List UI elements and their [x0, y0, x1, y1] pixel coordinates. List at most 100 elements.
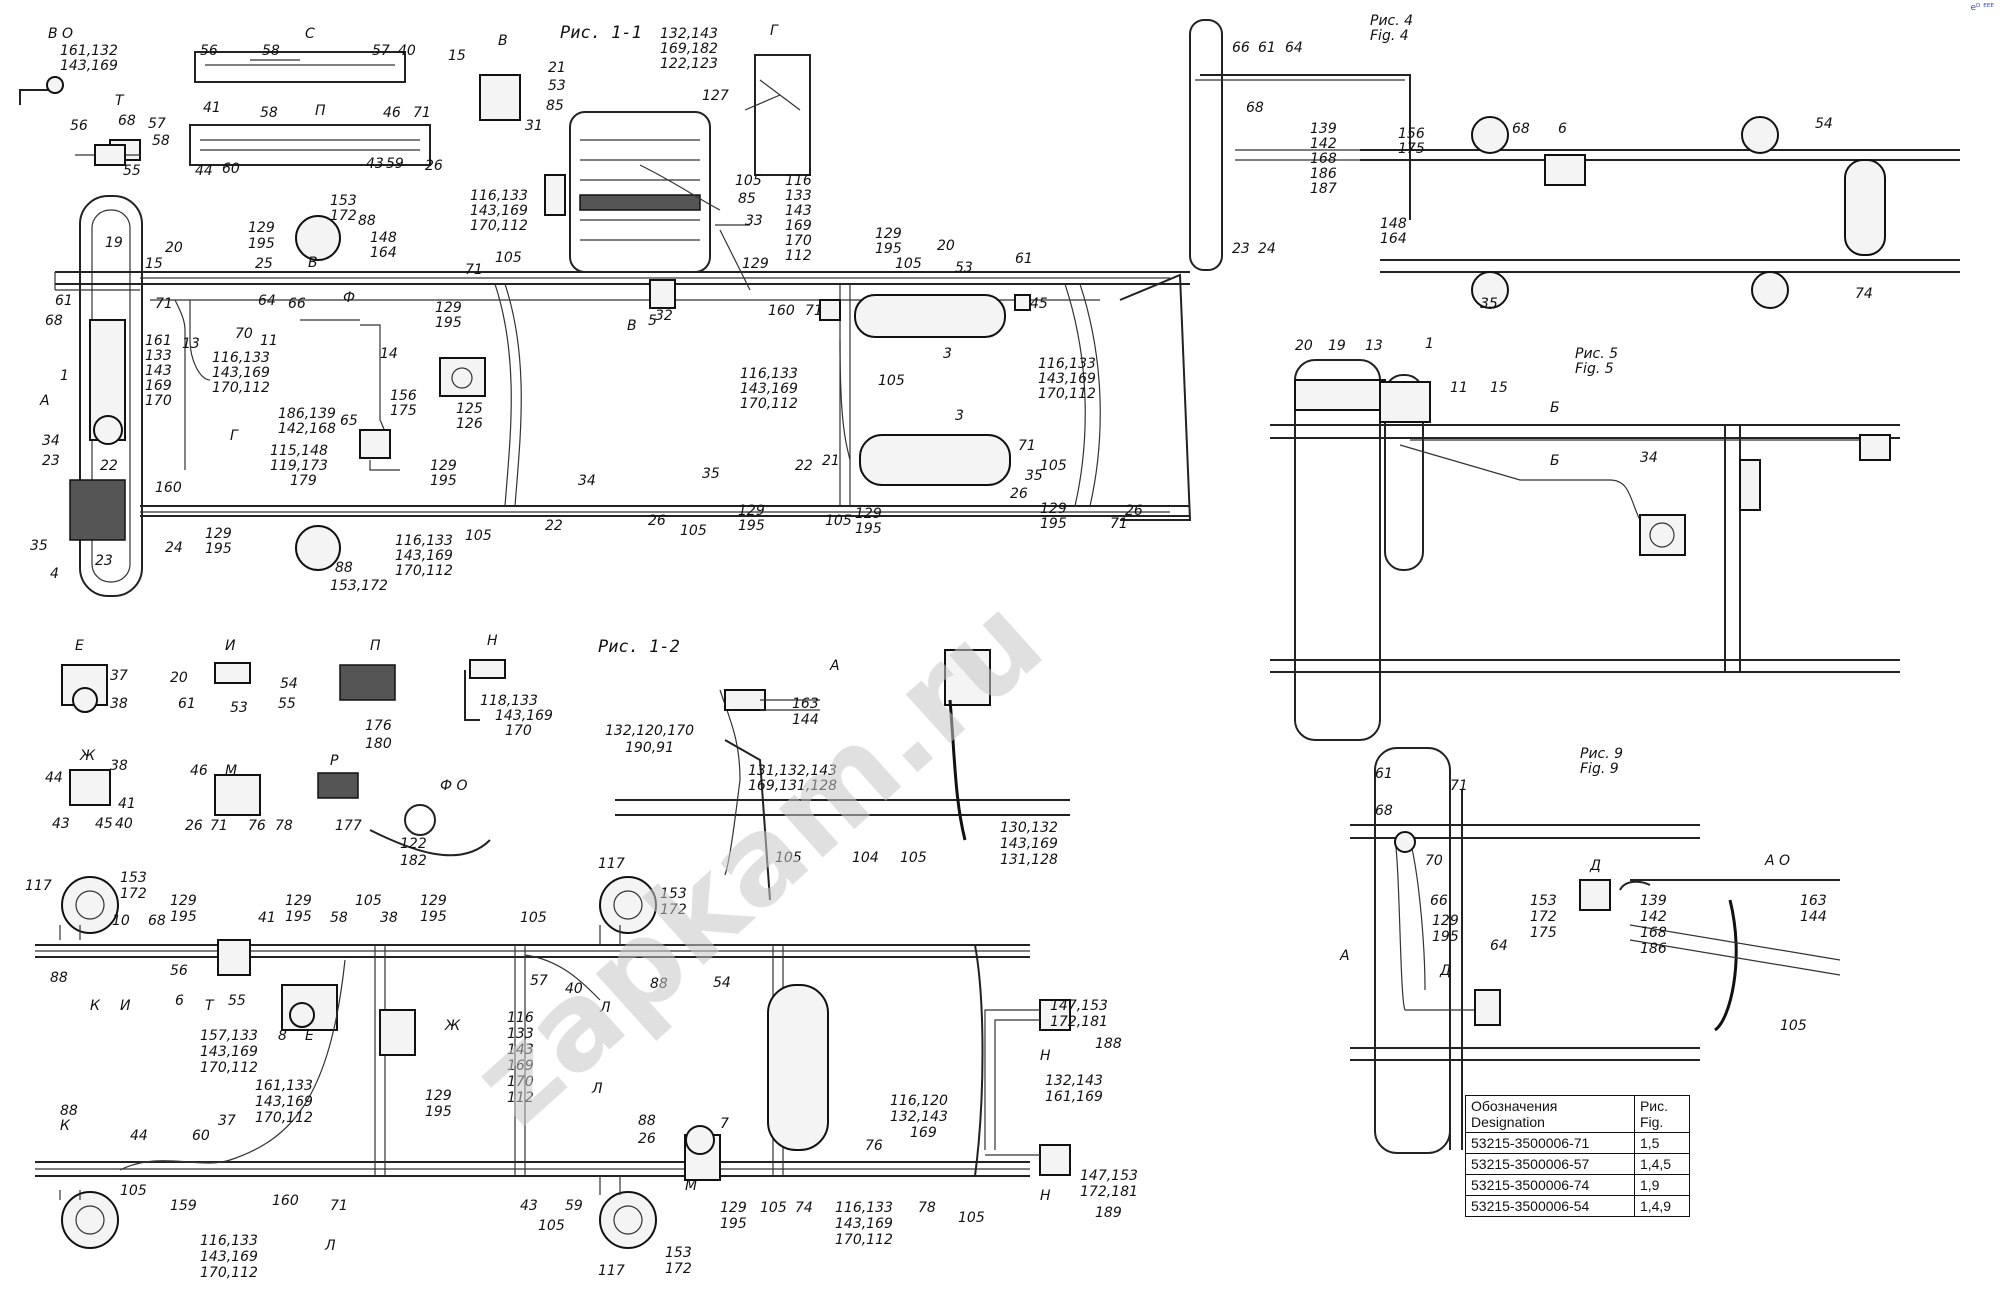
svg-text:68: 68: [118, 113, 136, 129]
svg-text:26: 26: [1125, 503, 1143, 519]
svg-text:176: 176: [365, 718, 392, 734]
svg-text:170,112: 170,112: [200, 1265, 258, 1281]
svg-text:3: 3: [943, 346, 952, 362]
svg-text:53: 53: [230, 700, 248, 716]
legend-fig: 1,4,5: [1633, 1153, 1691, 1175]
svg-text:61: 61: [1015, 251, 1033, 267]
svg-text:143,169: 143,169: [470, 203, 528, 219]
watermark: zapkam.ru: [446, 571, 1069, 1151]
svg-text:105: 105: [520, 910, 547, 926]
svg-text:188: 188: [1095, 1036, 1122, 1052]
svg-text:125: 125: [456, 401, 483, 417]
svg-text:1: 1: [1425, 336, 1434, 352]
legend-row: 53215-3500006-71 1,5: [1465, 1132, 1691, 1154]
svg-text:А: А: [829, 658, 840, 674]
front-brake-assembly: [69, 479, 126, 541]
svg-text:76: 76: [865, 1138, 883, 1154]
svg-text:170: 170: [785, 233, 812, 249]
fig-1-2-title: Рис. 1-2: [598, 637, 680, 657]
svg-text:195: 195: [420, 909, 447, 925]
svg-text:105: 105: [735, 173, 762, 189]
svg-text:122: 122: [400, 836, 427, 852]
svg-text:172: 172: [330, 208, 357, 224]
svg-text:132,143: 132,143: [890, 1109, 948, 1125]
legend-header-fig: Рис. Fig.: [1633, 1095, 1691, 1133]
svg-text:170,112: 170,112: [1038, 386, 1096, 402]
svg-text:169: 169: [785, 218, 812, 234]
svg-text:57: 57: [372, 43, 390, 59]
svg-text:78: 78: [275, 818, 293, 834]
svg-text:159: 159: [170, 1198, 197, 1214]
svg-text:13: 13: [1365, 338, 1383, 354]
svg-text:161,133: 161,133: [255, 1078, 313, 1094]
svg-text:105: 105: [355, 893, 382, 909]
legend-fig: 1,5: [1633, 1132, 1691, 1154]
svg-text:65: 65: [340, 413, 358, 429]
svg-text:105: 105: [680, 523, 707, 539]
fig-1-1: Рис. 1-1: [19, 23, 1192, 597]
svg-text:195: 195: [875, 241, 902, 257]
svg-text:Л: Л: [599, 1000, 611, 1016]
svg-text:38: 38: [110, 758, 128, 774]
svg-text:172: 172: [660, 902, 687, 918]
svg-text:34: 34: [1640, 450, 1658, 466]
wheel-chamber-1: [61, 876, 119, 934]
svg-text:115,148: 115,148: [270, 443, 328, 459]
svg-text:143: 143: [785, 203, 812, 219]
svg-text:61: 61: [178, 696, 196, 712]
svg-text:105: 105: [465, 528, 492, 544]
view-v: В: [498, 33, 508, 49]
fig-5-title-en: Fig. 5: [1575, 361, 1614, 377]
svg-text:35: 35: [1480, 296, 1498, 312]
svg-text:132,120,170: 132,120,170: [605, 723, 694, 739]
svg-text:88: 88: [335, 560, 353, 576]
svg-text:88: 88: [650, 976, 668, 992]
svg-text:195: 195: [430, 473, 457, 489]
svg-text:105: 105: [775, 850, 802, 866]
svg-text:186: 186: [1310, 166, 1337, 182]
svg-text:55: 55: [123, 163, 141, 179]
svg-text:170,112: 170,112: [395, 563, 453, 579]
svg-text:156: 156: [1398, 126, 1425, 142]
legend-header-fig-ru: Рис.: [1639, 1098, 1669, 1114]
svg-text:Д: Д: [1439, 963, 1451, 979]
svg-text:195: 195: [738, 518, 765, 534]
detail-p: [189, 124, 431, 166]
svg-text:35: 35: [702, 466, 720, 482]
svg-text:169: 169: [145, 378, 172, 394]
svg-text:105: 105: [878, 373, 905, 389]
svg-text:24: 24: [1258, 241, 1276, 257]
svg-text:168: 168: [1640, 925, 1667, 941]
svg-text:118,133: 118,133: [480, 693, 538, 709]
svg-text:160: 160: [768, 303, 795, 319]
svg-text:195: 195: [170, 909, 197, 925]
svg-text:161: 161: [145, 333, 172, 349]
svg-text:25: 25: [255, 256, 273, 272]
svg-text:21: 21: [548, 60, 566, 76]
svg-text:170,112: 170,112: [740, 396, 798, 412]
svg-text:20: 20: [937, 238, 955, 254]
svg-text:85: 85: [738, 191, 756, 207]
view-i-label: И: [225, 638, 236, 654]
svg-text:142: 142: [1640, 909, 1667, 925]
svg-text:20: 20: [170, 670, 188, 686]
detail-g: [754, 54, 811, 176]
svg-text:143,169: 143,169: [200, 1249, 258, 1265]
fig-9-title-ru: Рис. 9: [1580, 746, 1623, 762]
fig-1-1-title: Рис. 1-1: [560, 23, 642, 43]
view-s: С: [305, 26, 315, 42]
svg-text:116,133: 116,133: [212, 350, 270, 366]
svg-text:105: 105: [538, 1218, 565, 1234]
svg-text:76: 76: [248, 818, 266, 834]
view-p-label: П: [370, 638, 381, 654]
svg-text:143,169: 143,169: [1038, 371, 1096, 387]
svg-text:129: 129: [420, 893, 447, 909]
svg-text:И: И: [120, 998, 131, 1014]
svg-text:195: 195: [285, 909, 312, 925]
svg-text:143,169: 143,169: [740, 381, 798, 397]
svg-text:10: 10: [112, 913, 130, 929]
svg-text:195: 195: [1432, 929, 1459, 945]
svg-text:127: 127: [702, 88, 729, 104]
valve-7: [685, 1125, 715, 1155]
